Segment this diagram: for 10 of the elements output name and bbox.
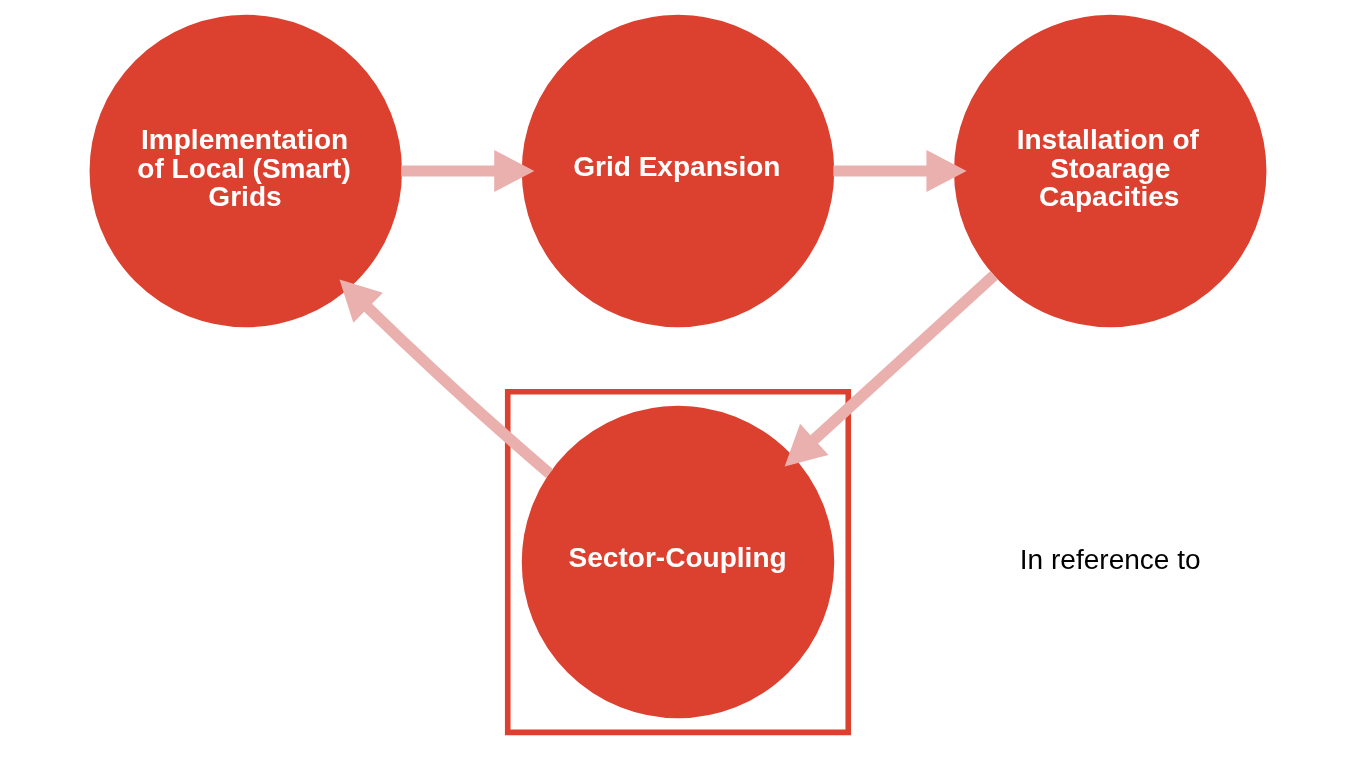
arrow (784, 271, 998, 467)
label: In reference to (1019, 543, 1201, 575)
node-circle: Installation of Stoarage Capacities (954, 14, 1267, 328)
node-circle: Implementation of Local (Smart) Grids (89, 14, 402, 328)
arrow (401, 149, 535, 193)
cluster (504, 389, 852, 736)
arrow (833, 149, 967, 193)
node-circle: Grid Expansion (521, 14, 835, 328)
arrow (339, 279, 554, 478)
node-circle: Sector-Coupling (521, 405, 835, 719)
